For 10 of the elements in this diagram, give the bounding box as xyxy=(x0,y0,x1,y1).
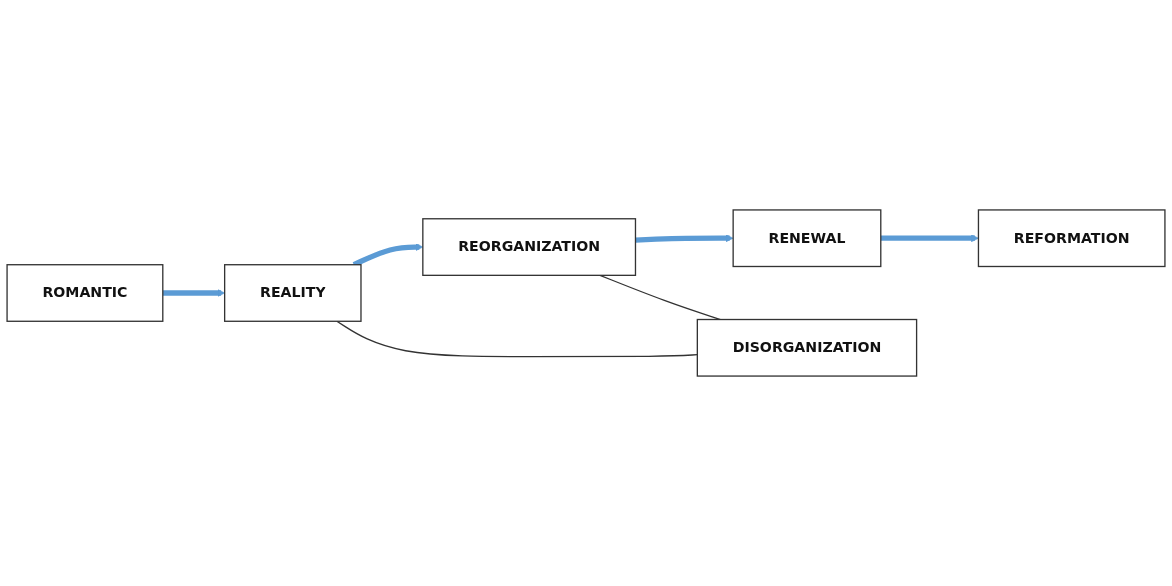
connector xyxy=(336,320,698,358)
node-box: ROMANTIC xyxy=(6,264,164,322)
node-box: REALITY xyxy=(224,264,362,322)
arrow xyxy=(162,289,225,297)
node-box: RENEWAL xyxy=(732,209,882,268)
arrow xyxy=(635,234,734,243)
node-box: REFORMATION xyxy=(977,209,1166,268)
node-box: REORGANIZATION xyxy=(422,218,637,276)
node-box: DISORGANIZATION xyxy=(696,318,918,377)
arrow xyxy=(880,234,979,243)
